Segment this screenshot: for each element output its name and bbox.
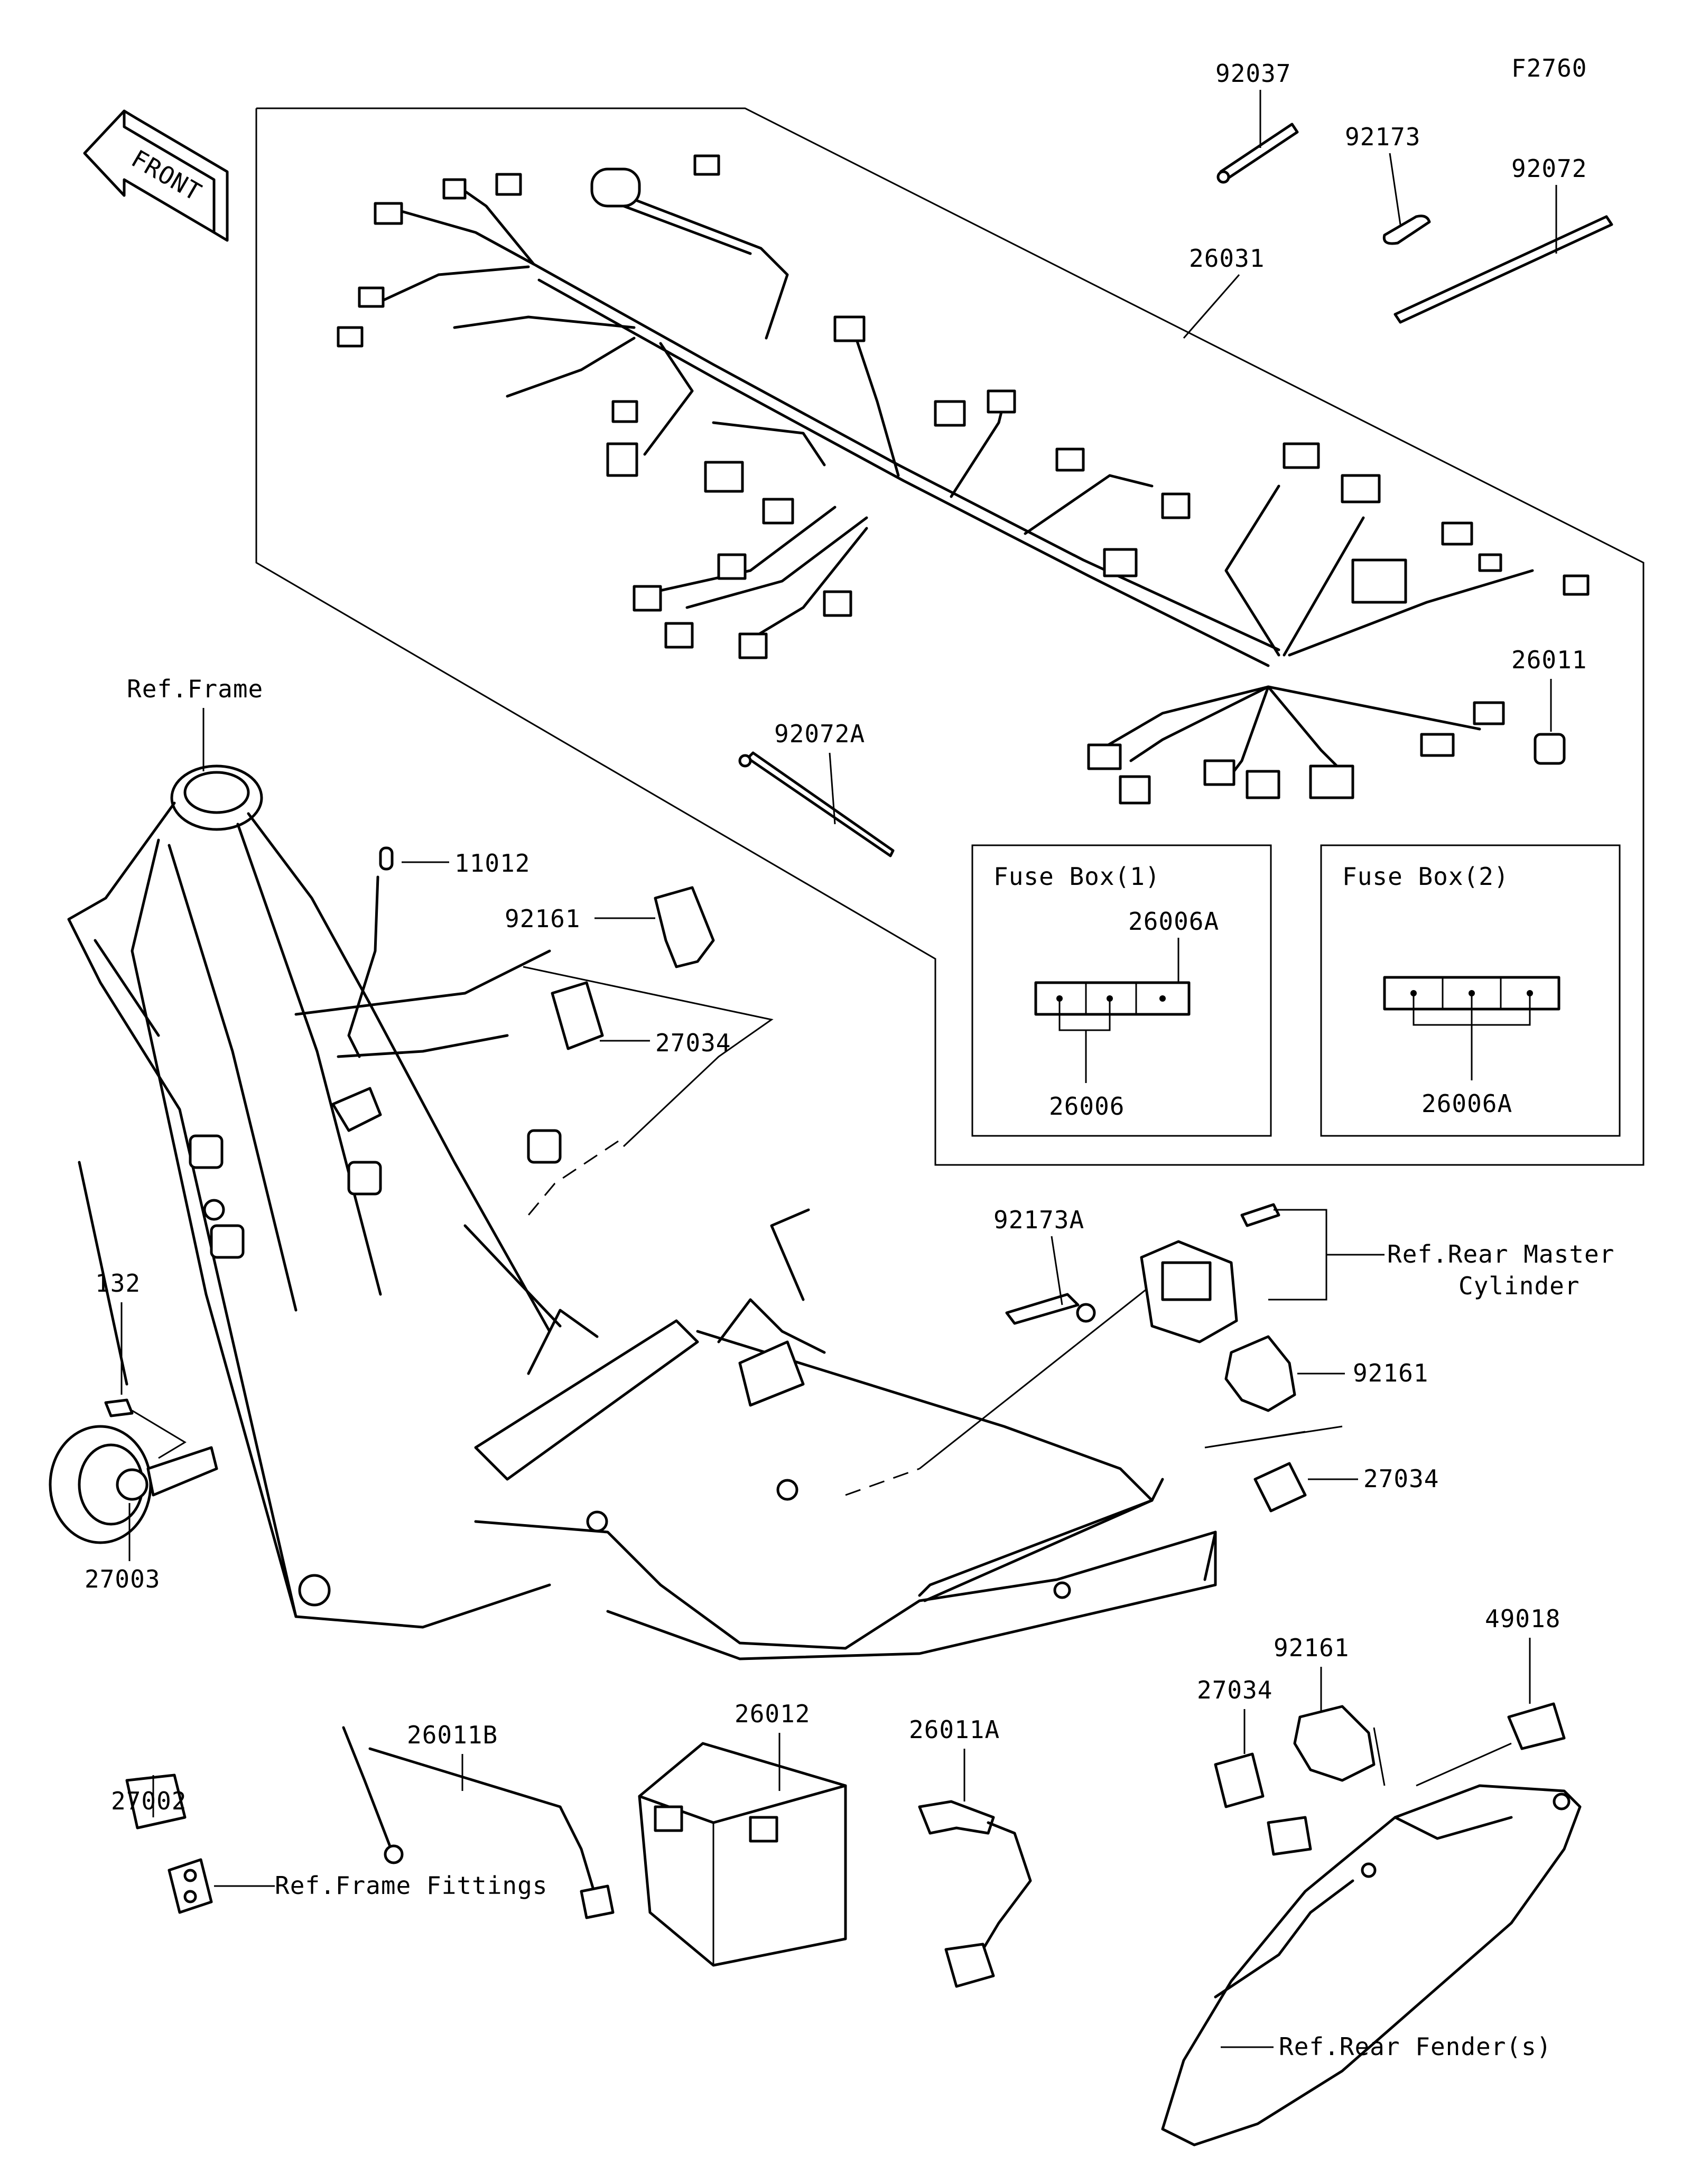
label-132: 132 xyxy=(95,1269,141,1298)
part-92161-c xyxy=(1293,1705,1376,1782)
fuse-box-2-bottom-label: 26006A xyxy=(1421,1089,1512,1118)
part-27003-horn xyxy=(49,1425,218,1544)
ref-frame-label: Ref.Frame xyxy=(127,675,263,703)
part-11012 xyxy=(347,846,394,1058)
label-26031: 26031 xyxy=(1189,244,1265,273)
part-92173 xyxy=(1382,214,1431,245)
part-27002-relay xyxy=(125,1774,213,1914)
part-26011 xyxy=(1534,733,1566,765)
part-26011A-cable xyxy=(918,1800,1032,1988)
ref-rear-master-line2: Cylinder xyxy=(1458,1272,1580,1300)
label-26011: 26011 xyxy=(1511,646,1587,674)
label-26012: 26012 xyxy=(735,1700,810,1728)
part-27034-a xyxy=(551,981,604,1050)
label-92072A: 92072A xyxy=(774,720,865,748)
label-26011B: 26011B xyxy=(407,1721,498,1749)
label-27034-b: 27034 xyxy=(1363,1464,1439,1493)
part-92173A xyxy=(1005,1293,1096,1325)
part-27034-c xyxy=(1214,1752,1265,1808)
part-26011B-cable xyxy=(342,1726,615,1919)
label-92161-a: 92161 xyxy=(505,904,580,933)
harness-group-border xyxy=(255,107,1644,1166)
part-27034-b xyxy=(1253,1462,1307,1513)
rear-fender-drawing xyxy=(1161,1784,1582,2146)
fuse-box-2-panel: Fuse Box(2) 26006A xyxy=(1320,844,1621,1137)
front-arrow-icon: FRONT xyxy=(83,109,229,242)
fuse-box-1-title: Fuse Box(1) xyxy=(993,862,1160,891)
label-92173: 92173 xyxy=(1345,123,1420,151)
part-49018 xyxy=(1507,1702,1566,1750)
fuse-box-2-title: Fuse Box(2) xyxy=(1342,862,1509,891)
fuse-box-1-bottom-label: 26006 xyxy=(1049,1092,1125,1121)
label-49018: 49018 xyxy=(1485,1604,1560,1633)
ref-rear-fender-label: Ref.Rear Fender(s) xyxy=(1279,2032,1552,2061)
ref-rear-master-line1: Ref.Rear Master xyxy=(1387,1240,1614,1268)
label-92037: 92037 xyxy=(1215,59,1291,88)
label-92072: 92072 xyxy=(1511,154,1587,183)
label-26011A: 26011A xyxy=(909,1715,1000,1744)
part-92072A xyxy=(738,751,895,857)
label-27034-a: 27034 xyxy=(655,1029,731,1057)
part-92161-b xyxy=(1224,1335,1296,1412)
ref-frame-fittings-label: Ref.Frame Fittings xyxy=(275,1871,548,1900)
label-27034-c: 27034 xyxy=(1197,1676,1272,1704)
figure-code: F2760 xyxy=(1511,54,1587,82)
part-132 xyxy=(104,1398,134,1417)
label-92161-c: 92161 xyxy=(1274,1634,1349,1662)
frame-reference-drawing xyxy=(67,764,1217,1660)
main-wiring-harness xyxy=(337,154,1590,805)
label-27002: 27002 xyxy=(111,1787,187,1815)
fuse-box-1-panel: Fuse Box(1) 26006A 26006 xyxy=(971,844,1272,1137)
part-26012-battery xyxy=(638,1742,847,1967)
part-92072 xyxy=(1393,215,1613,324)
label-27003: 27003 xyxy=(85,1565,160,1593)
label-92173A: 92173A xyxy=(993,1206,1084,1234)
label-92161-b: 92161 xyxy=(1353,1359,1428,1387)
part-92161-a xyxy=(654,886,715,968)
label-11012: 11012 xyxy=(454,849,530,878)
fuse-box-1-top-label: 26006A xyxy=(1128,907,1219,936)
rear-master-cylinder-drawing xyxy=(1140,1203,1280,1343)
part-92037 xyxy=(1216,123,1299,184)
